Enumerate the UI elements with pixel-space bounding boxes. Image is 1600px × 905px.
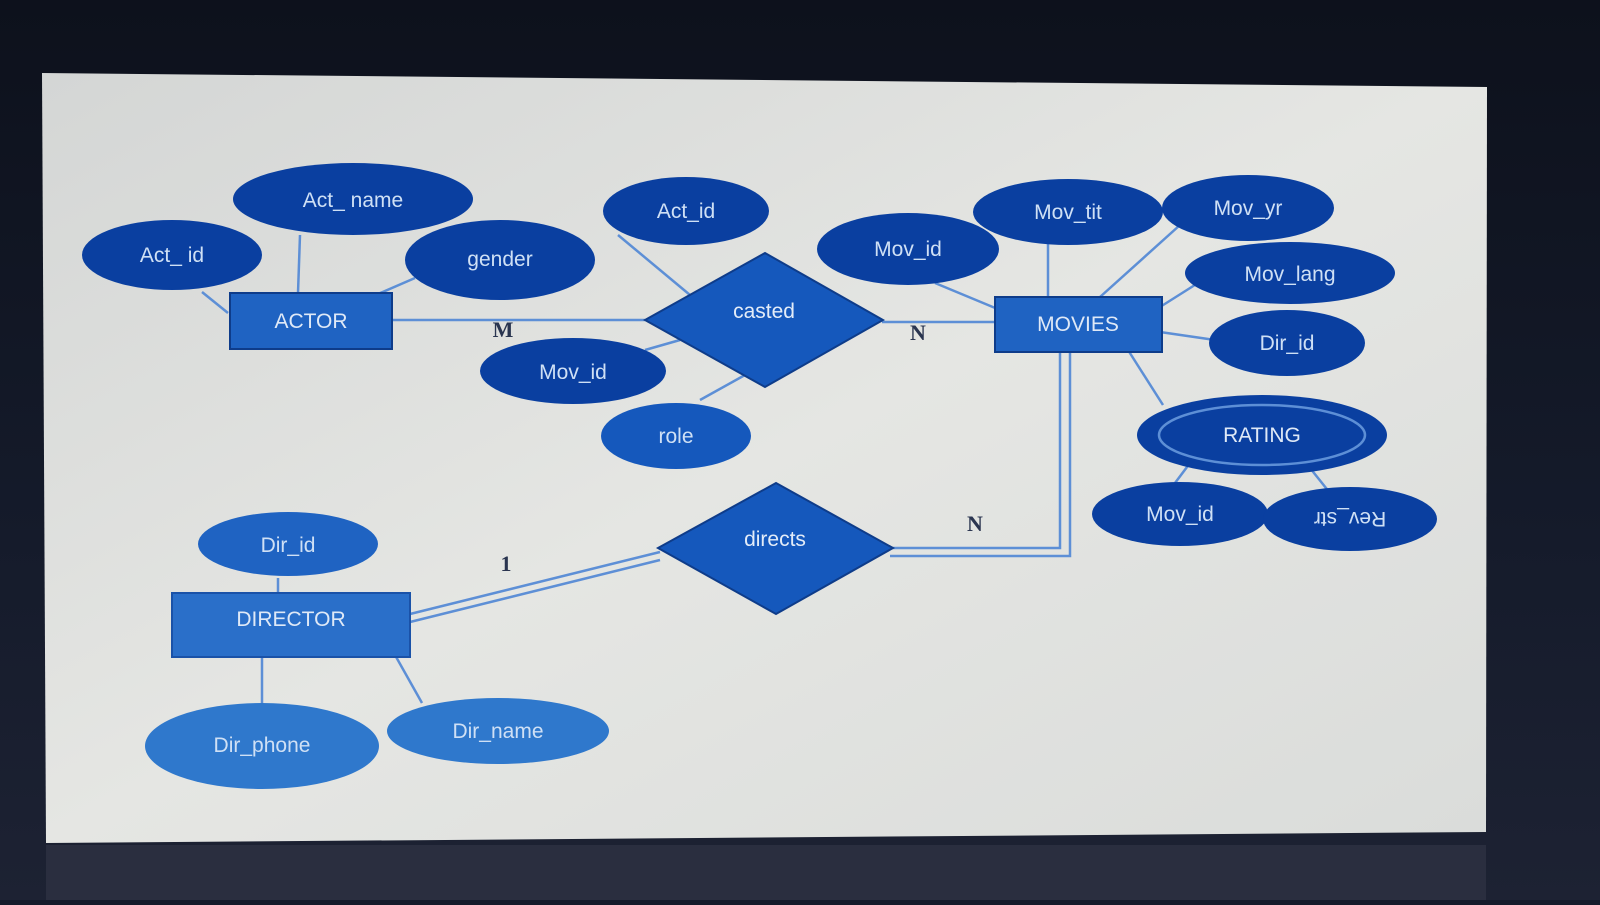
attr-casted-act-id: Act_id	[603, 177, 769, 245]
attr-movies-dir-id: Dir_id	[1209, 310, 1365, 376]
entity-actor: ACTOR	[229, 292, 393, 350]
cardinality-directs-movies: N	[967, 511, 983, 536]
attr-actor-act-name: Act_ name	[233, 163, 473, 235]
cardinality-director-directs: 1	[501, 551, 512, 576]
entity-movies-label: MOVIES	[1037, 313, 1119, 336]
attr-casted-role-label: role	[658, 425, 693, 448]
line-director-directs-b	[409, 558, 661, 624]
attr-actor-act-name-label: Act_ name	[303, 189, 403, 212]
relationship-directs-label: directs	[744, 528, 806, 551]
attr-director-dir-id-label: Dir_id	[261, 534, 316, 557]
line-movies-dir-id	[1159, 330, 1216, 342]
attr-director-dir-phone-label: Dir_phone	[214, 734, 311, 757]
attr-actor-act-id: Act_ id	[82, 220, 262, 290]
entity-rating-label: RATING	[1223, 424, 1301, 447]
attr-movies-mov-tit: Mov_tit	[973, 179, 1163, 245]
line-director-directs-a	[409, 550, 661, 616]
attr-actor-act-id-label: Act_ id	[140, 244, 204, 267]
attr-casted-act-id-label: Act_id	[657, 200, 715, 223]
line-actor-act-id	[201, 291, 229, 314]
attr-director-dir-name: Dir_name	[387, 698, 609, 764]
attr-director-dir-name-label: Dir_name	[452, 720, 543, 743]
attr-movies-mov-yr: Mov_yr	[1162, 175, 1334, 241]
line-directs-movies-a	[890, 352, 1062, 550]
entity-rating: RATING	[1137, 395, 1387, 475]
attr-actor-gender: gender	[405, 220, 595, 300]
entity-director-label: DIRECTOR	[236, 608, 345, 631]
attr-movies-mov-lang-label: Mov_lang	[1244, 263, 1335, 286]
attr-director-dir-id: Dir_id	[198, 512, 378, 576]
entity-director: DIRECTOR	[171, 592, 411, 658]
attr-rating-mov-id-label: Mov_id	[1146, 503, 1214, 526]
attr-movies-mov-tit-label: Mov_tit	[1034, 201, 1102, 224]
attr-movies-mov-id-label: Mov_id	[874, 238, 942, 261]
line-actor-gender	[377, 276, 416, 296]
relationship-directs: directs	[655, 481, 896, 616]
attr-director-dir-phone: Dir_phone	[145, 703, 379, 789]
cardinality-casted-movies: N	[910, 320, 926, 345]
relationship-casted-label: casted	[733, 300, 795, 323]
attr-rating-rev-str-label: Rev_str	[1314, 507, 1386, 530]
line-casted-role	[699, 373, 746, 402]
attr-actor-gender-label: gender	[467, 248, 532, 271]
line-movies-mov-id	[934, 281, 1001, 312]
monitor-bezel	[46, 845, 1486, 900]
line-movies-mov-lang	[1159, 281, 1199, 309]
cardinality-actor-casted: M	[493, 317, 514, 342]
attr-movies-dir-id-label: Dir_id	[1260, 332, 1315, 355]
line-casted-act-id	[617, 234, 691, 296]
attr-casted-mov-id: Mov_id	[480, 338, 666, 404]
attr-rating-rev-str: Rev_str	[1263, 487, 1437, 551]
line-directs-movies-b	[890, 352, 1072, 558]
attr-rating-mov-id: Mov_id	[1092, 482, 1268, 546]
entity-actor-label: ACTOR	[274, 310, 347, 333]
attr-casted-role: role	[601, 403, 751, 469]
double-lines	[409, 352, 1072, 624]
entity-movies: MOVIES	[994, 296, 1163, 353]
line-casted-mov-id	[644, 338, 681, 352]
attr-movies-mov-id: Mov_id	[817, 213, 999, 285]
line-actor-act-name	[296, 234, 302, 294]
line-movies-mov-yr	[1099, 224, 1181, 298]
attr-movies-mov-yr-label: Mov_yr	[1214, 197, 1283, 220]
attr-casted-mov-id-label: Mov_id	[539, 361, 607, 384]
line-director-dir-name	[393, 654, 424, 704]
attr-movies-mov-lang: Mov_lang	[1185, 242, 1395, 304]
relationship-casted: casted	[642, 251, 886, 389]
line-movies-rating	[1126, 349, 1165, 406]
connector-lines	[201, 224, 1331, 704]
